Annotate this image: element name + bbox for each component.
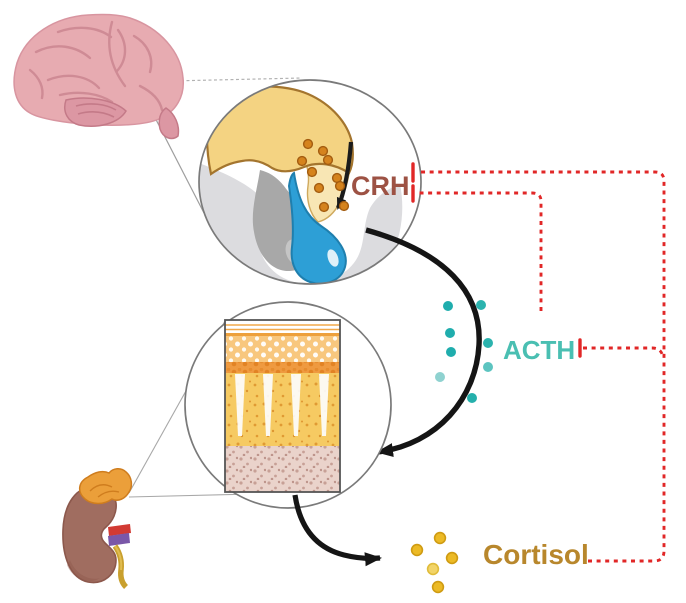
brain-icon — [13, 13, 184, 140]
feedback-lines — [417, 170, 666, 563]
renal-artery-shape — [108, 524, 131, 536]
adrenal-histology-icon — [225, 320, 340, 492]
feedback-line-acth-to-crh — [417, 191, 543, 311]
crh-release-arrow — [336, 141, 354, 210]
pituitary-inset-icon — [199, 85, 403, 284]
brainstem-shape — [158, 107, 180, 140]
crh-label: CRH — [351, 171, 410, 201]
anterior-pituitary-highlight — [327, 249, 339, 267]
feedback-line-cortisol-to-crh — [417, 170, 666, 563]
cortisol-dots — [410, 531, 459, 594]
pituitary-inset-circle-outline — [198, 79, 422, 285]
renal-vein-shape — [108, 533, 130, 546]
cortisol-label: Cortisol — [483, 539, 589, 570]
inhibition-bars — [411, 162, 582, 358]
feedback-line-cortisol-to-acth — [583, 346, 665, 359]
kidney-adrenal-icon — [62, 468, 133, 589]
histology-capsule-layer — [225, 320, 340, 336]
acth-dots — [435, 300, 493, 403]
kidney-shape — [62, 485, 117, 584]
crh-dots — [296, 138, 350, 213]
zoom-lines-brain — [147, 77, 303, 214]
arrow-acth-to-adrenal — [365, 227, 482, 457]
adrenal-gland-shape — [79, 468, 133, 505]
arrow-adrenal-to-cortisol — [292, 494, 382, 567]
acth-label: ACTH — [503, 335, 575, 365]
hypothalamus-shape — [205, 85, 354, 176]
histology-box-outline — [224, 319, 341, 493]
